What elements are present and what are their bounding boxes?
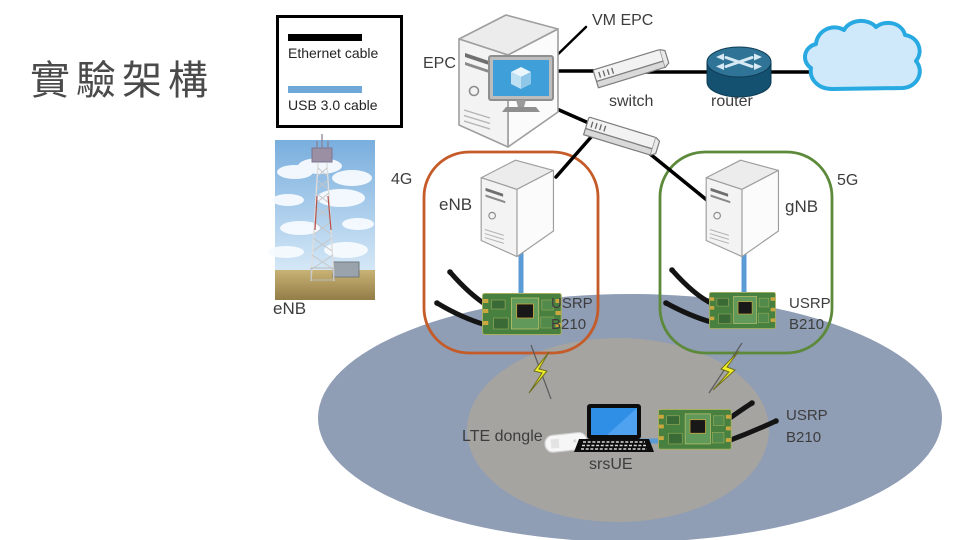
usrp-b210-gnb-label: USRP B210 xyxy=(789,293,831,335)
band-5g-label: 5G xyxy=(837,172,859,189)
usrp-b210-enb xyxy=(434,269,562,336)
cable-switch2-gnb xyxy=(642,147,710,203)
epc-label: EPC xyxy=(423,55,456,72)
enb-server-label: eNB xyxy=(439,195,473,214)
internet-cloud-icon xyxy=(803,19,922,91)
switch-label: switch xyxy=(609,93,654,110)
lightning-bolt-icon xyxy=(528,351,550,394)
photo-tower-lattice xyxy=(310,134,335,282)
cell-tower-photo xyxy=(268,134,375,300)
epc-server-icon xyxy=(458,14,559,148)
tower-enb-label: eNB xyxy=(273,299,307,318)
usrp-b210-enb-label: USRP B210 xyxy=(551,293,593,335)
photo-shed xyxy=(332,261,360,278)
switch-icon xyxy=(592,47,671,89)
srsue-label: srsUE xyxy=(589,456,633,473)
radio-link-enb-ue xyxy=(528,344,552,400)
vm-cube-icon xyxy=(511,67,531,89)
gnb-server-label: gNB xyxy=(785,197,819,216)
enb-server-icon xyxy=(480,159,555,258)
usrp-label-line1: USRP xyxy=(786,407,828,424)
ethernet-cable-swatch xyxy=(288,34,362,41)
cable-legend: Ethernet cable USB 3.0 cable xyxy=(276,15,403,128)
usrp-label-line1: USRP xyxy=(789,295,831,312)
radio-link-gnb-ue xyxy=(708,342,743,394)
usrp-label-line2: B210 xyxy=(786,429,822,446)
slide-title: 實驗架構 xyxy=(30,58,214,104)
usrp-b210-gnb xyxy=(663,267,776,329)
router-arrows xyxy=(716,53,762,70)
zone-5g-box xyxy=(658,150,834,355)
vm-epc-label: VM EPC xyxy=(592,12,654,29)
ethernet-cable-label: Ethernet cable xyxy=(288,45,379,61)
cable-switch2-enb xyxy=(554,134,594,179)
laptop-icon xyxy=(574,404,654,452)
laptop-keyboard xyxy=(581,441,647,450)
band-4g-label: 4G xyxy=(391,171,413,188)
usrp-label-line1: USRP xyxy=(551,295,593,312)
usrp-label-line2: B210 xyxy=(789,316,825,333)
usrp-b210-ue-label: USRP B210 xyxy=(786,405,828,449)
usrp-label-line2: B210 xyxy=(551,316,587,333)
gnb-server-icon xyxy=(705,159,780,258)
lte-dongle-label: LTE dongle xyxy=(462,428,543,445)
photo-grass xyxy=(275,270,375,300)
usb-cable-swatch xyxy=(288,86,362,93)
router-icon xyxy=(706,46,772,98)
vm-monitor-icon xyxy=(488,55,554,112)
router-label: router xyxy=(711,93,753,110)
zone-4g-box xyxy=(422,150,600,355)
usb-cable-label: USB 3.0 cable xyxy=(288,97,378,113)
lightning-bolt-icon xyxy=(712,350,740,391)
usrp-b210-ue xyxy=(657,400,779,450)
switch-2-icon xyxy=(582,116,661,158)
